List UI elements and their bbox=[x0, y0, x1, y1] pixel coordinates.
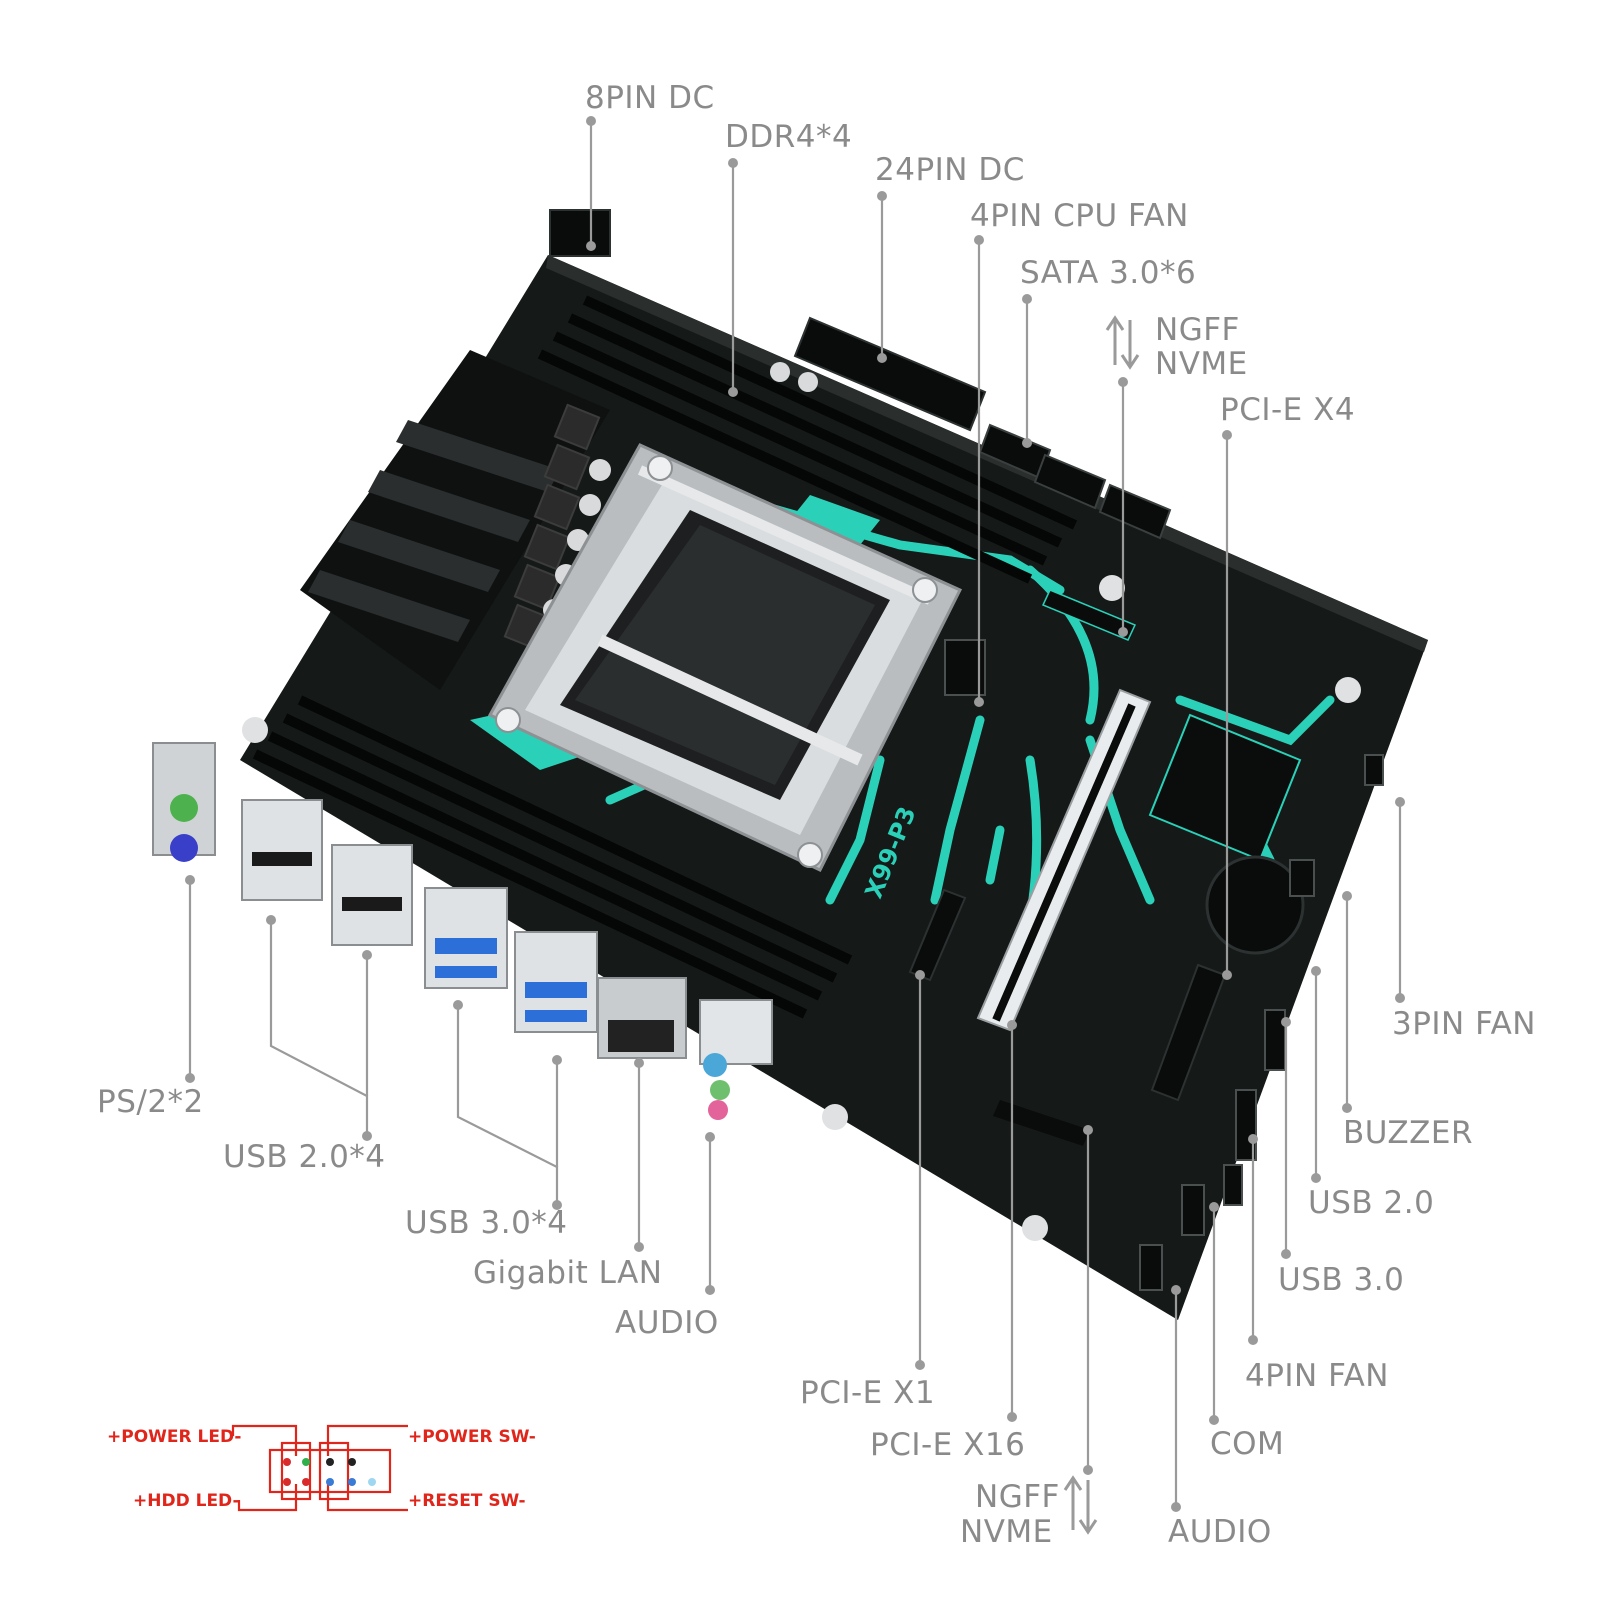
label-usb30-header: USB 3.0 bbox=[1278, 1262, 1404, 1298]
label-audio-header: AUDIO bbox=[1168, 1514, 1272, 1550]
ngff-bottom-arrows-icon bbox=[1063, 1475, 1098, 1535]
panel-pin bbox=[348, 1478, 356, 1486]
rear-io bbox=[152, 742, 773, 1120]
panel-label-hdd-led: +HDD LED- bbox=[133, 1491, 240, 1511]
motherboard: X99-P3 bbox=[152, 209, 1428, 1320]
labels: 8PIN DC DDR4*4 24PIN DC 4PIN CPU FAN SAT… bbox=[97, 80, 1536, 1550]
label-ngff-bottom-1: NGFF bbox=[975, 1479, 1060, 1515]
label-4pin-fan: 4PIN FAN bbox=[1245, 1358, 1389, 1394]
panel-pin bbox=[302, 1478, 310, 1486]
cpu-socket bbox=[487, 443, 963, 872]
cmos-battery bbox=[1205, 855, 1305, 955]
label-gigabit-lan: Gigabit LAN bbox=[473, 1255, 663, 1291]
panel-pin bbox=[302, 1458, 310, 1466]
connector-8pin bbox=[549, 209, 611, 257]
label-pcie-x1: PCI-E X1 bbox=[800, 1375, 935, 1411]
panel-pin bbox=[283, 1458, 291, 1466]
connector-24pin bbox=[793, 316, 987, 432]
label-8pin-dc: 8PIN DC bbox=[585, 80, 715, 116]
label-buzzer: BUZZER bbox=[1343, 1115, 1473, 1151]
ngff-top-arrows-icon bbox=[1105, 315, 1140, 370]
leader-lines bbox=[185, 116, 1405, 1512]
label-pcie-x16: PCI-E X16 bbox=[870, 1427, 1025, 1463]
front-panel-pinout: +POWER LED- +POWER SW- +HDD LED- +RESET … bbox=[107, 1424, 536, 1512]
pcie-x1-slot bbox=[908, 888, 967, 982]
label-pcie-x4: PCI-E X4 bbox=[1220, 392, 1355, 428]
dimm-slots-bottom bbox=[252, 695, 853, 1019]
usb2-stack-2 bbox=[331, 844, 413, 946]
label-ngff-top-1: NGFF bbox=[1155, 312, 1240, 348]
audio-ports bbox=[699, 999, 773, 1065]
vrm-heatsink bbox=[300, 350, 610, 690]
panel-pins bbox=[283, 1458, 376, 1486]
vrm-chokes bbox=[503, 403, 601, 651]
panel-pin bbox=[283, 1478, 291, 1486]
label-usb20-header: USB 2.0 bbox=[1308, 1185, 1434, 1221]
label-sata: SATA 3.0*6 bbox=[1020, 255, 1196, 291]
label-ps2: PS/2*2 bbox=[97, 1084, 204, 1120]
m2-slot-top bbox=[1041, 589, 1137, 641]
label-ngff-top-2: NVME bbox=[1155, 346, 1248, 382]
label-ngff-bottom-2: NVME bbox=[960, 1514, 1053, 1550]
label-24pin-dc: 24PIN DC bbox=[875, 152, 1025, 188]
pcie-x16-slot bbox=[976, 688, 1152, 1032]
panel-pin bbox=[326, 1458, 334, 1466]
panel-pin bbox=[368, 1478, 376, 1486]
label-usb20-rear: USB 2.0*4 bbox=[223, 1139, 386, 1175]
label-audio-rear: AUDIO bbox=[615, 1305, 719, 1341]
label-usb30-rear: USB 3.0*4 bbox=[405, 1205, 568, 1241]
panel-pin bbox=[326, 1478, 334, 1486]
panel-pin bbox=[348, 1458, 356, 1466]
dimm-slots-top bbox=[537, 295, 1078, 584]
label-3pin-fan: 3PIN FAN bbox=[1392, 1006, 1536, 1042]
label-com: COM bbox=[1210, 1426, 1284, 1462]
panel-label-power-led: +POWER LED- bbox=[107, 1427, 241, 1447]
label-cpu-fan: 4PIN CPU FAN bbox=[970, 198, 1189, 234]
sata-ports bbox=[978, 423, 1172, 540]
accent-plate-2 bbox=[790, 495, 880, 545]
m2-slot-bottom bbox=[993, 1100, 1090, 1146]
mounting-holes bbox=[242, 575, 1361, 1241]
pcie-x4-slot bbox=[1150, 963, 1227, 1102]
label-ddr4: DDR4*4 bbox=[725, 119, 852, 155]
panel-label-reset-sw: +RESET SW- bbox=[408, 1491, 526, 1511]
usb2-stack-1 bbox=[241, 799, 323, 901]
panel-label-power-sw: +POWER SW- bbox=[408, 1427, 536, 1447]
